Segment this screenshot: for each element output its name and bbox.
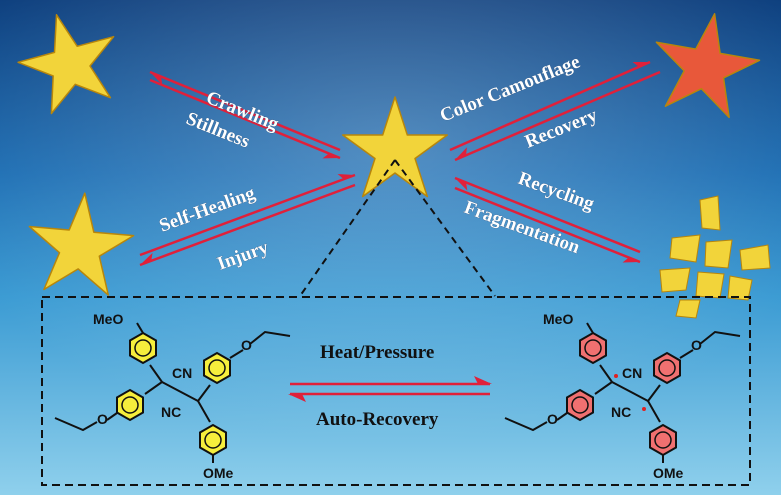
starfish-center [341, 96, 449, 198]
reaction-forward-label: Heat/Pressure [320, 342, 434, 363]
benzene-ring [129, 331, 157, 365]
benzene-ring [203, 351, 231, 385]
reaction-reverse-label: Auto-Recovery [316, 409, 439, 430]
arrow-self-healing [139, 173, 356, 257]
molecule-radical: MeO O CN NC O OMe [504, 311, 741, 481]
cyano-label: CN [622, 365, 642, 381]
arrow-auto-recovery [288, 392, 490, 402]
molecule-dimer: MeO O CN NC O OMe [54, 311, 291, 481]
arrow-heat-pressure [290, 376, 492, 386]
benzene-ring [199, 423, 227, 457]
methoxy-label: OMe [653, 465, 684, 481]
benzene-ring [653, 351, 681, 385]
arrow-injury [139, 183, 356, 267]
starfish-red-camouflage [655, 13, 761, 119]
arrow-color-camouflage [449, 60, 651, 152]
benzene-ring [116, 388, 144, 422]
arrow-recycling [454, 176, 641, 254]
cyano-label: NC [161, 404, 181, 420]
arrow-recovery [454, 70, 661, 162]
benzene-ring [649, 423, 677, 457]
arrow-fragmentation [454, 186, 641, 264]
: O [691, 337, 702, 353]
arrow-stillness [149, 78, 341, 160]
molecule-panel [41, 296, 751, 486]
starfish-injured [28, 192, 135, 296]
methoxy-label: MeO [543, 311, 573, 327]
starfish-fragments [659, 195, 771, 319]
: O [241, 337, 252, 353]
benzene-ring [566, 388, 594, 422]
methoxy-label: OMe [203, 465, 234, 481]
cyano-label: NC [611, 404, 631, 420]
benzene-ring [579, 331, 607, 365]
arrow-crawling [149, 70, 341, 152]
methoxy-label: MeO [93, 311, 123, 327]
cyano-label: CN [172, 365, 192, 381]
zoom-line-left [299, 159, 396, 297]
starfish-crawling [17, 14, 115, 115]
: O [97, 411, 108, 427]
zoom-line-right [394, 159, 496, 297]
: O [547, 411, 558, 427]
